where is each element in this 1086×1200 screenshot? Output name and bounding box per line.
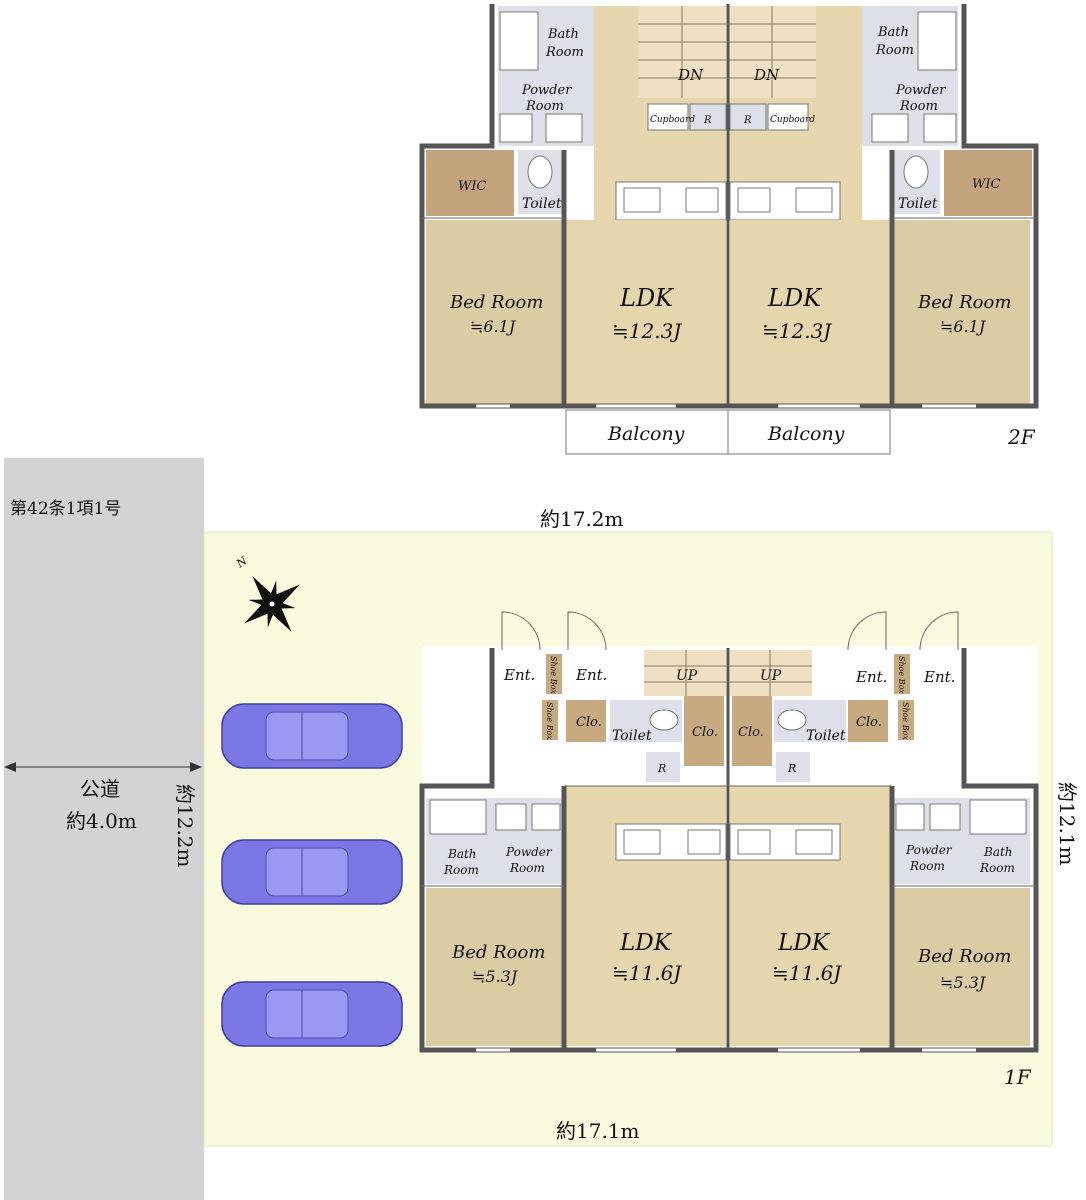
compass-rose-icon: N [233,554,300,632]
floor2-ldk-left [566,220,726,404]
floor1-bedroom-left [426,888,564,1046]
floor2-ldk-right-size: ≒12.3J [762,319,832,343]
public-road [4,458,204,1200]
left-depth-label: 約12.2m [173,784,197,868]
floor1-shoebox-2: Shoe Box [545,702,554,740]
floor1-ldk-left-size: ≒11.6J [612,961,682,985]
floor1-plan: UP UP Ent. Ent. Ent. Ent. Shoe Box Shoe … [419,611,1039,1089]
floor1-ent-2: Ent. [575,666,607,684]
floor1-bedroom-right-size: ≒5.3J [940,973,987,992]
floor1-shoebox-3: Shoe Box [897,656,906,694]
parking-car-3 [221,981,403,1047]
parking-car-2 [221,839,403,905]
floor1-powder-right-2: Room [909,859,945,873]
floor2-bedroom-left [426,220,564,404]
floor2-bath-right-2: Room [875,43,914,58]
floor2-bedroom-right-size: ≒6.1J [940,317,987,336]
floor2-balcony-left: Balcony [607,423,685,445]
floor1-r-right: R [787,762,796,775]
floor1-clo-2: Clo. [692,725,718,740]
floor1-toilet-right: Toilet [806,728,846,744]
floor1-powder-left-1: Powder [505,845,553,859]
floor2-bedroom-right-label: Bed Room [917,292,1011,313]
floor1-ent-4: Ent. [923,668,955,686]
floor1-powder-left-2: Room [509,861,545,875]
floor1-ldk-right-size: ≒11.6J [772,961,842,985]
floor2-toilet-right: Toilet [898,196,938,212]
floor1-up-left: UP [676,668,698,684]
parking-car-1 [221,703,403,769]
floor2-label: 2F [1007,425,1036,449]
floor2-r-left: R [703,115,712,126]
floor2-dn-right: DN [753,66,780,84]
floor2-toilet-left: Toilet [522,196,562,212]
floor1-ldk-left-label: LDK [619,930,673,956]
floor2-plan: DN DN Cupboard R R Cupboard Bath Room Po… [419,4,1039,455]
top-length-label: 約17.2m [540,507,624,531]
floor1-bath-left-2: Room [443,863,479,877]
road-name-label: 公道 [80,777,120,801]
floor2-ldk-left-size: ≒12.3J [612,319,682,343]
floor1-clo-4: Clo. [856,715,882,730]
floor1-bedroom-right-label: Bed Room [917,946,1011,967]
road-width-label: 約4.0m [66,809,137,833]
floor1-up-right: UP [760,668,782,684]
floor1-ent-1: Ent. [503,666,535,684]
floor1-r-left: R [657,762,666,775]
floor1-bath-right-1: Bath [983,845,1013,859]
road-article-label: 第42条1項1号 [10,499,121,519]
floor1-toilet-left: Toilet [612,728,652,744]
floor2-r-right: R [743,115,752,126]
floor2-bedroom-left-label: Bed Room [449,292,543,313]
floor2-bath-right-1: Bath [877,25,909,40]
floor2-powder-right-1: Powder [895,83,946,98]
floor1-bath-left-1: Bath [447,847,477,861]
floor2-bedroom-right [892,220,1030,404]
floor2-powder-right-2: Room [899,99,938,114]
floor2-bedroom-left-size: ≒6.1J [470,317,517,336]
floor2-wic-right: WIC [972,177,1000,192]
bottom-length-label: 約17.1m [556,1119,640,1143]
floor2-powder-left-1: Powder [521,83,572,98]
floor1-bath-right-2: Room [979,861,1015,875]
floor1-label: 1F [1004,1065,1032,1089]
floor1-bedroom-left-size: ≒5.3J [472,967,519,986]
floor2-wic-left: WIC [458,179,486,194]
floor2-bath-left-2: Room [545,45,584,60]
floor2-ldk-right [730,220,890,404]
right-depth-label: 約12.1m [1055,782,1079,866]
floor1-shoebox-4: Shoe Box [901,702,910,740]
floor1-shoebox-1: Shoe Box [549,656,558,694]
floor1-powder-right-1: Powder [905,843,953,857]
floor2-powder-left-2: Room [525,99,564,114]
floor2-dn-left: DN [677,66,704,84]
floor2-ldk-right-label: LDK [767,284,823,312]
floor2-cupboard-right: Cupboard [770,115,815,125]
floor1-bedroom-right [892,888,1030,1046]
floor1-clo-1: Clo. [576,715,602,730]
floor1-bedroom-left-label: Bed Room [451,942,545,963]
floor1-clo-3: Clo. [738,725,764,740]
floor2-bath-left-1: Bath [547,27,579,42]
road-width-dimension [4,762,202,772]
floor1-ent-3: Ent. [855,668,887,686]
floor1-ldk-right-label: LDK [777,930,831,956]
floor2-cupboard-left: Cupboard [650,115,695,125]
floor2-balcony-right: Balcony [767,423,845,445]
floor2-ldk-left-label: LDK [619,284,675,312]
